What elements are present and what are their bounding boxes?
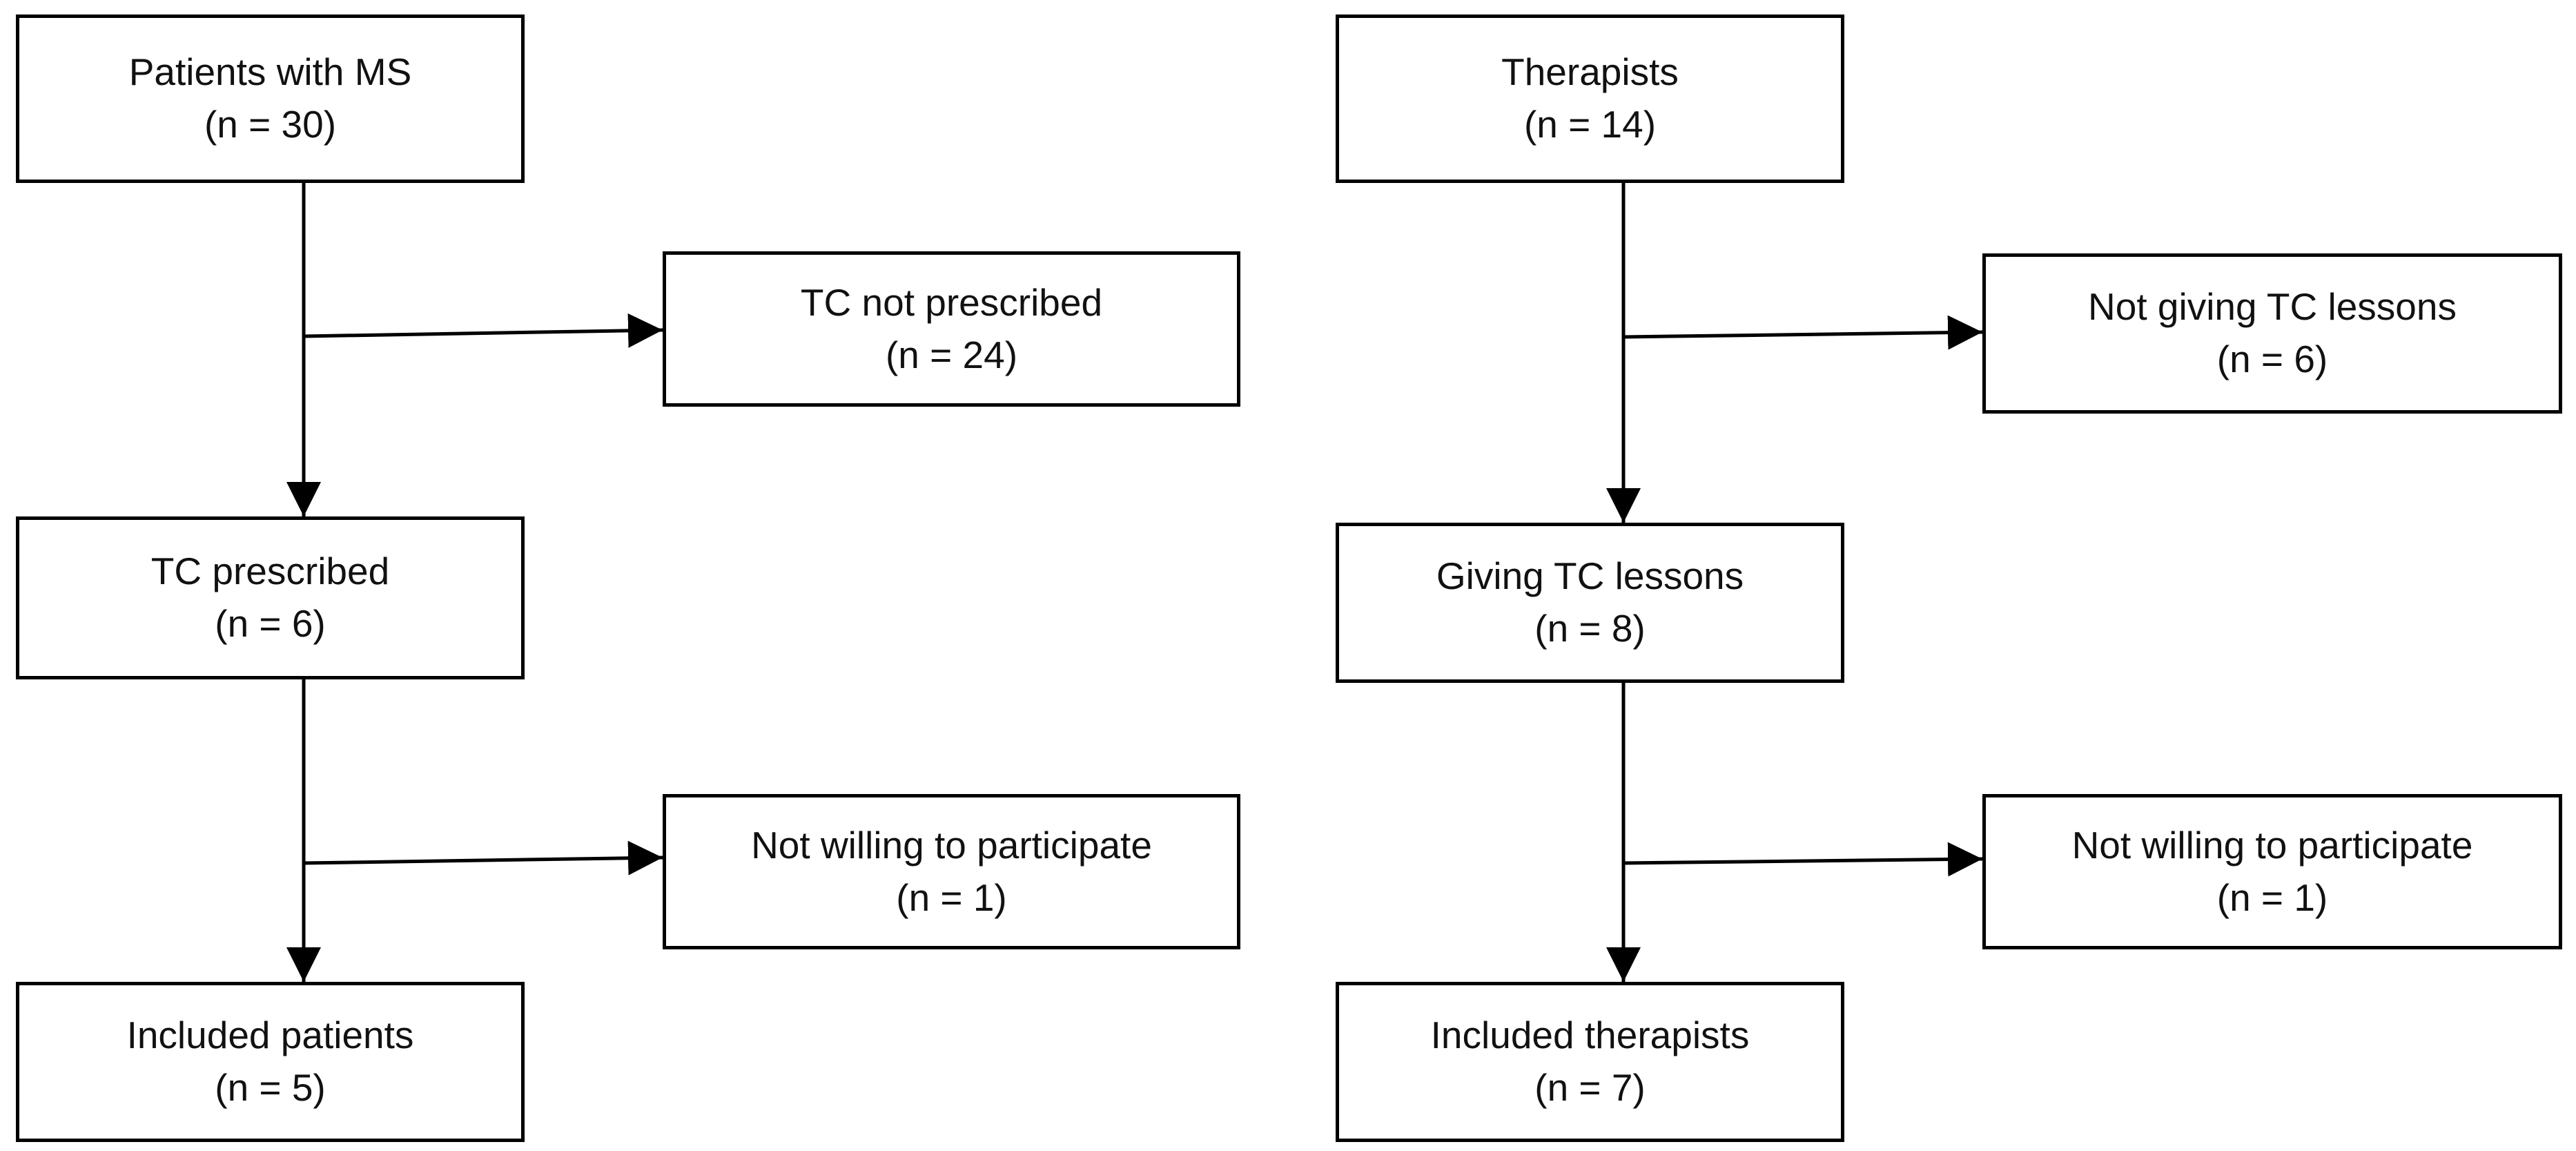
box-therapists-not-willing: Not willing to participate (n = 1)	[1982, 794, 2562, 949]
box-count: (n = 6)	[2216, 338, 2328, 380]
box-count: (n = 1)	[2216, 876, 2328, 919]
box-included-patients: Included patients (n = 5)	[16, 982, 525, 1142]
box-count: (n = 14)	[1523, 103, 1657, 146]
box-label: TC prescribed	[150, 550, 390, 593]
box-label: Included therapists	[1430, 1014, 1750, 1057]
box-label: Not willing to participate	[2071, 823, 2473, 867]
box-label: Therapists	[1501, 50, 1679, 94]
box-count: (n = 5)	[215, 1066, 326, 1109]
box-count: (n = 30)	[204, 103, 337, 146]
box-label: Not giving TC lessons	[2088, 285, 2457, 329]
box-tc-not-prescribed: TC not prescribed (n = 24)	[663, 251, 1240, 407]
box-count: (n = 7)	[1534, 1066, 1646, 1109]
box-label: Included patients	[126, 1014, 414, 1057]
box-tc-prescribed: TC prescribed (n = 6)	[16, 516, 525, 679]
box-label: TC not prescribed	[800, 280, 1103, 324]
box-label: Not willing to participate	[751, 823, 1152, 867]
arrow-to-not-willing-left	[303, 840, 663, 876]
box-therapists: Therapists (n = 14)	[1336, 14, 1844, 183]
arrow-to-not-willing-right	[1623, 842, 1983, 877]
box-included-therapists: Included therapists (n = 7)	[1336, 982, 1844, 1142]
box-count: (n = 8)	[1534, 607, 1646, 650]
box-giving-tc-lessons: Giving TC lessons (n = 8)	[1336, 523, 1844, 683]
box-count: (n = 24)	[885, 333, 1018, 376]
box-not-giving-tc-lessons: Not giving TC lessons (n = 6)	[1982, 253, 2562, 414]
box-patients-with-ms: Patients with MS (n = 30)	[16, 14, 525, 183]
box-count: (n = 6)	[215, 602, 326, 645]
box-count: (n = 1)	[896, 876, 1007, 919]
box-patients-not-willing: Not willing to participate (n = 1)	[663, 794, 1240, 949]
arrow-to-tc-not-prescribed	[303, 313, 663, 348]
arrow-to-not-giving-lessons	[1623, 315, 1983, 350]
box-label: Patients with MS	[128, 50, 412, 94]
box-label: Giving TC lessons	[1436, 554, 1744, 598]
